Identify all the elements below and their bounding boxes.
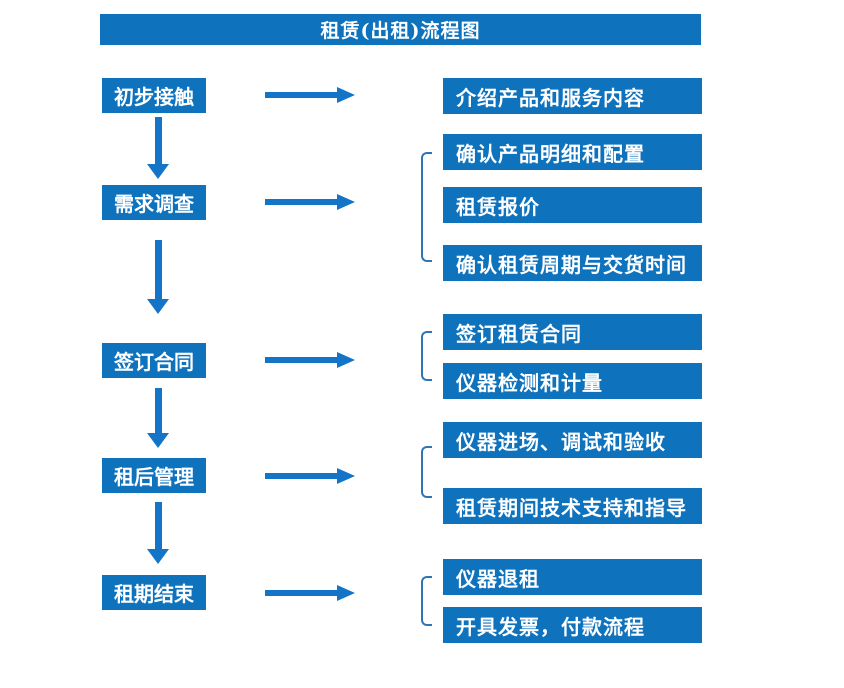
detail-label: 确认租赁周期与交货时间 [456,252,687,277]
group-bracket-icon [421,152,432,262]
detail-label: 租赁报价 [456,194,540,219]
step-post-rental-management: 租后管理 [102,458,206,493]
step-initial-contact: 初步接触 [102,78,206,113]
right-arrow-icon [265,585,355,601]
detail-box: 仪器检测和计量 [443,363,702,399]
detail-label: 仪器退租 [456,566,540,591]
detail-label: 仪器检测和计量 [456,370,603,395]
detail-box: 开具发票，付款流程 [443,607,702,643]
detail-box: 仪器进场、调试和验收 [443,422,702,458]
detail-box: 签订租赁合同 [443,314,702,350]
detail-label: 确认产品明细和配置 [456,141,645,166]
detail-box: 租赁报价 [443,187,702,223]
title-bar: 租赁(出租)流程图 [100,14,701,45]
down-arrow-icon [147,388,169,448]
detail-box: 确认产品明细和配置 [443,134,702,170]
step-demand-survey: 需求调查 [102,185,206,220]
page-title: 租赁(出租)流程图 [320,20,481,42]
detail-box: 租赁期间技术支持和指导 [443,488,702,524]
down-arrow-icon [147,240,169,314]
detail-box: 确认租赁周期与交货时间 [443,245,702,281]
detail-label: 租赁期间技术支持和指导 [456,495,687,520]
group-bracket-icon [421,576,432,626]
step-label: 租期结束 [114,582,194,606]
step-sign-contract: 签订合同 [102,343,206,378]
group-bracket-icon [421,331,432,381]
step-label: 租后管理 [114,465,194,489]
step-rental-end: 租期结束 [102,575,206,610]
group-bracket-icon [421,446,432,498]
right-arrow-icon [265,194,355,210]
down-arrow-icon [147,502,169,564]
detail-label: 介绍产品和服务内容 [456,85,645,110]
step-label: 需求调查 [114,192,194,216]
right-arrow-icon [265,468,355,484]
right-arrow-icon [265,352,355,368]
detail-label: 签订租赁合同 [456,321,582,346]
detail-box: 介绍产品和服务内容 [443,78,702,114]
right-arrow-icon [265,87,355,103]
detail-label: 仪器进场、调试和验收 [456,429,666,454]
detail-box: 仪器退租 [443,559,702,595]
detail-label: 开具发票，付款流程 [456,614,645,639]
down-arrow-icon [147,117,169,179]
step-label: 签订合同 [114,350,194,374]
step-label: 初步接触 [114,85,194,109]
